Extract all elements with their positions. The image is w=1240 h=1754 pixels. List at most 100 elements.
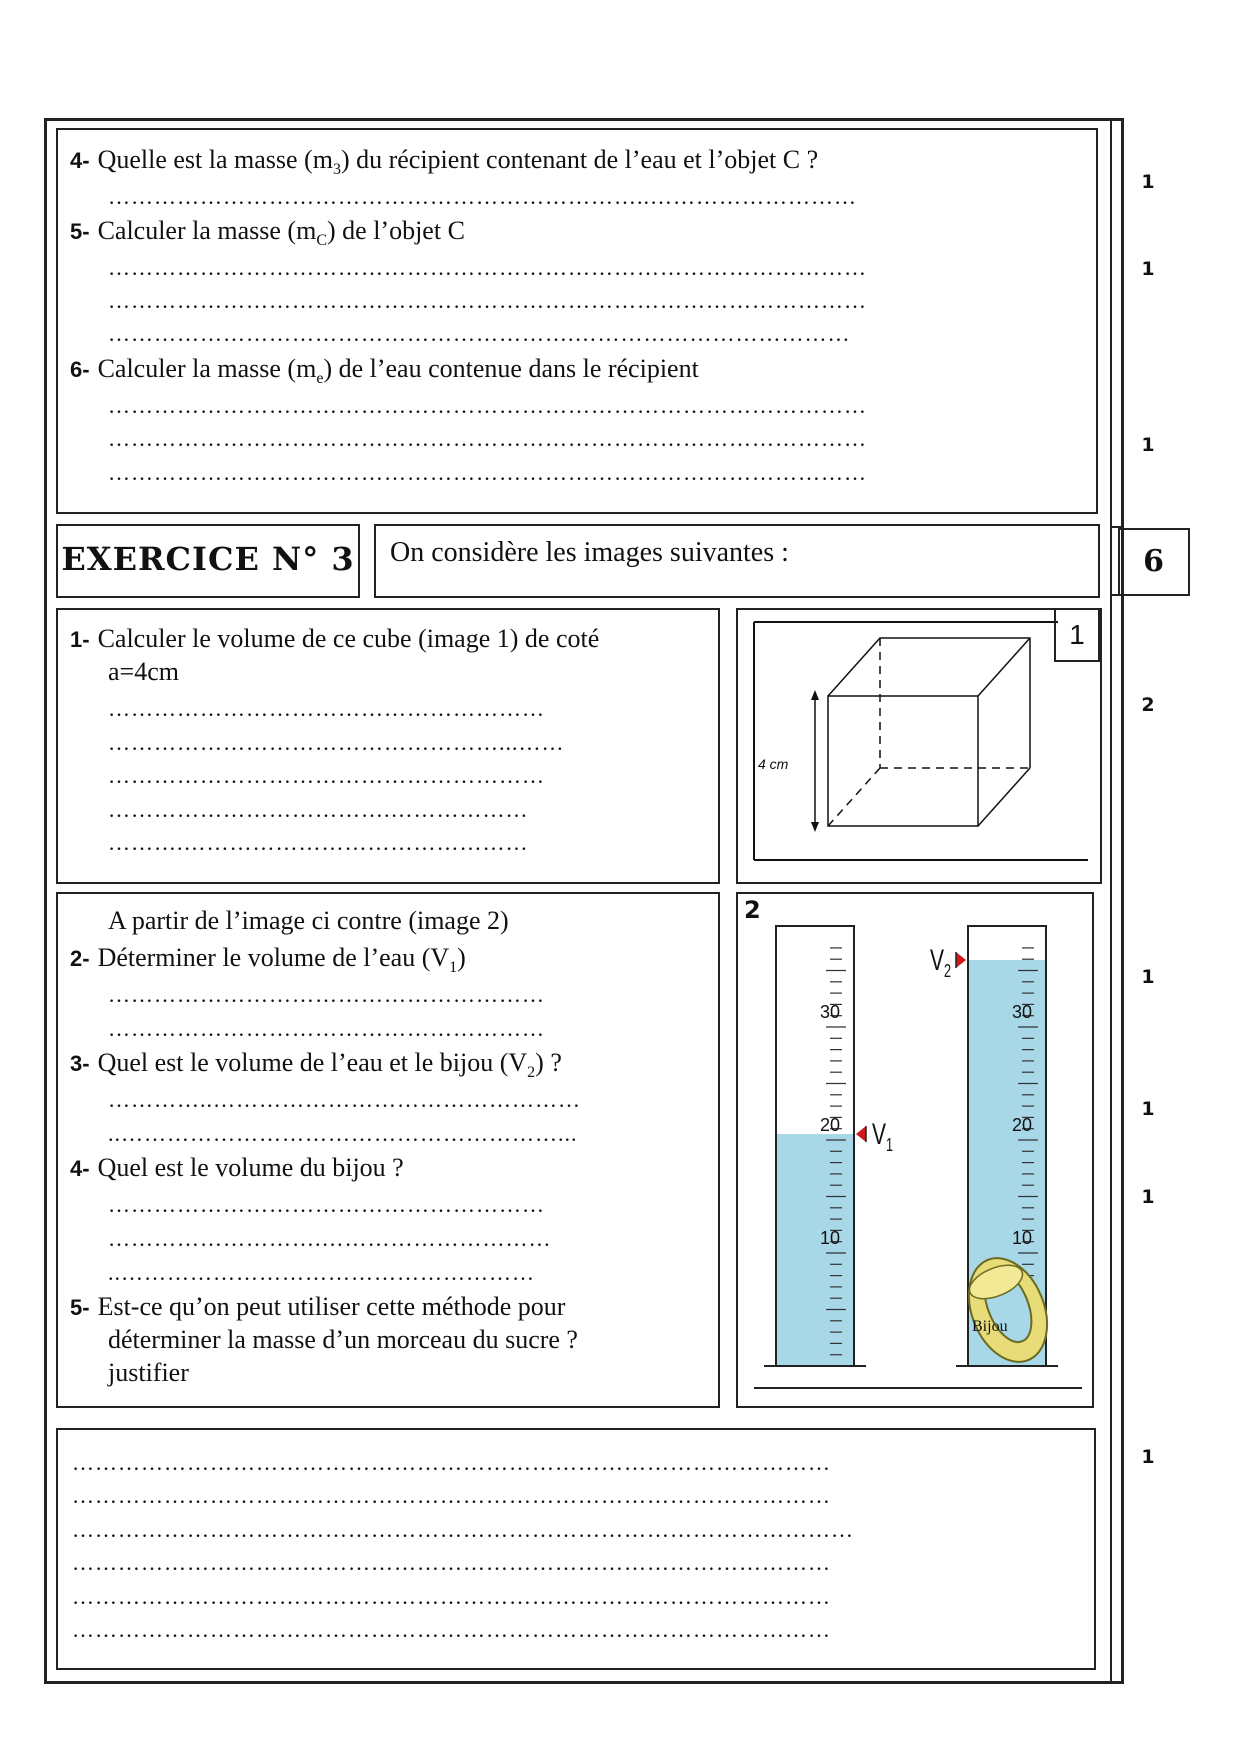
answer-dots: ……………………………………………………………………………………… xyxy=(108,460,867,485)
v2-marker-arrow xyxy=(956,952,966,968)
v2-label: V2 xyxy=(930,944,951,982)
subscript: 3 xyxy=(332,161,341,179)
answer-dots: ……….……………………………………… xyxy=(108,830,529,855)
answer-dots: ……………………………………………...…… xyxy=(108,730,565,755)
image-number-2: 2 xyxy=(744,896,761,924)
question-number: 6- xyxy=(70,357,90,382)
cylinder-1-scale xyxy=(826,947,846,1356)
tick-label-10-cyl2: 10 xyxy=(1012,1228,1033,1248)
dimension-label: 4 cm xyxy=(758,756,789,772)
ex3-question-1: 1- Calculer le volume de ce cube (image 1… xyxy=(70,624,599,655)
answer-dots: ……………………………………………………………………………………… xyxy=(72,1550,831,1575)
question-text: Calculer la masse (m xyxy=(97,216,317,245)
exercise-intro: On considère les images suivantes : xyxy=(390,537,789,568)
tick-label-20-cyl1: 20 xyxy=(820,1115,841,1135)
exercise-total-points: 6 xyxy=(1118,528,1190,596)
questions-box-top xyxy=(56,128,1098,514)
question-number: 4- xyxy=(70,148,90,173)
question-text: Quel est le volume de l’eau et le bijou … xyxy=(97,1048,528,1077)
question-text-line2: a=4cm xyxy=(108,657,179,686)
answer-dots: ………………………………………………… xyxy=(108,763,545,788)
subscript: 2 xyxy=(527,1064,536,1082)
question-text: Déterminer le volume de l’eau (V xyxy=(97,943,450,972)
answer-dots: ……………………………………………………………………………………… xyxy=(108,288,867,313)
answer-dots: ……………………………………………………………………………………… xyxy=(108,255,867,280)
question-number: 3- xyxy=(70,1051,90,1076)
image-number-1: 1 xyxy=(1054,608,1100,662)
exercise-title: EXERCICE N° 3 xyxy=(56,524,360,598)
points-q5: 1 xyxy=(1141,258,1155,280)
cylinder-question-box xyxy=(56,892,720,1408)
answer-dots: ……………………………………………………………………………………… xyxy=(72,1584,831,1609)
answer-dots: ……………………………………………………………..……………………… xyxy=(108,184,857,209)
points-ex3-q1: 2 xyxy=(1141,694,1155,716)
answer-dots: ……………………….………………………… xyxy=(108,1226,552,1251)
question-text: Calculer la masse (m xyxy=(97,354,317,383)
points-column-divider xyxy=(1110,118,1112,1684)
answer-dots: ……………………………………………………………………………………… xyxy=(108,393,867,418)
points-ex3-q4: 1 xyxy=(1141,1186,1155,1208)
question-text: ) de l’objet C xyxy=(327,216,465,245)
points-ex3-q2: 1 xyxy=(1141,966,1155,988)
v2-letter: V xyxy=(930,944,945,977)
ex3-question-5: 5- Est-ce qu’on peut utiliser cette métho… xyxy=(70,1292,565,1323)
answer-dots: ……………………………………………………………………………………… xyxy=(72,1617,831,1642)
v1-marker-arrow xyxy=(856,1126,866,1142)
question-text: ) du récipient contenant de l’eau et l’o… xyxy=(340,145,819,174)
answer-dots: …………..………………………………………… xyxy=(108,1087,581,1112)
points-ex3-q5: 1 xyxy=(1141,1446,1155,1468)
answer-dots: ………………………………………………… xyxy=(108,1192,545,1217)
question-6: 6- Calculer la masse (me) de l’eau conten… xyxy=(70,354,699,394)
answer-dots: ..……………………………………………… xyxy=(108,1260,535,1285)
question-4: 4- Quelle est la masse (m3) du récipient … xyxy=(70,145,818,185)
cylinder-image-box: 2 20 30 10 30 20 10 V1 V2 Bijou xyxy=(736,892,1094,1408)
question-text: ) xyxy=(457,943,466,972)
cylinder-2-outline xyxy=(967,925,1047,1366)
v1-label: V1 xyxy=(872,1118,893,1156)
subscript: C xyxy=(316,232,327,250)
graduated-cylinders-drawing xyxy=(754,925,1082,1389)
question-number: 1- xyxy=(70,627,90,652)
cube-question-box xyxy=(56,608,720,884)
question-number: 4- xyxy=(70,1156,90,1181)
ex3-question-2: 2-Déterminer le volume de l’eau (V1) xyxy=(70,943,466,983)
tick-label-30-cyl1: 30 xyxy=(820,1002,841,1022)
question-text: ) de l’eau contenue dans le récipient xyxy=(323,354,699,383)
points-q4: 1 xyxy=(1141,171,1155,193)
exercise-intro-box: On considère les images suivantes : xyxy=(374,524,1100,598)
v1-subscript: 1 xyxy=(886,1135,894,1155)
v1-letter: V xyxy=(872,1118,887,1151)
v2-subscript: 2 xyxy=(944,961,952,981)
answer-dots: ………………………………………………… xyxy=(108,982,545,1007)
answer-dots: …………………………………………………….……………………………… xyxy=(108,321,851,346)
question-text: Est-ce qu’on peut utiliser cette méthode… xyxy=(97,1292,566,1321)
cylinder-1-water xyxy=(776,1134,854,1366)
answer-dots: ……………………………………………………………………………………… xyxy=(72,1483,831,1508)
tick-label-20-cyl2: 20 xyxy=(1012,1115,1033,1135)
answer-dots: ………………………………………………… xyxy=(108,1016,545,1041)
question-5: 5- Calculer la masse (mC) de l’objet C xyxy=(70,216,465,256)
cube-image-box: 4 cm 1 xyxy=(736,608,1102,884)
question-text: Calculer le volume de ce cube (image 1) … xyxy=(97,624,600,653)
answer-dots: ..…………………………………………………... xyxy=(108,1121,578,1146)
question-text: ) ? xyxy=(535,1048,562,1077)
image2-intro: A partir de l’image ci contre (image 2) xyxy=(108,906,509,935)
question-text-line2: déterminer la masse d’un morceau du sucr… xyxy=(108,1325,578,1354)
points-ex3-q3: 1 xyxy=(1141,1098,1155,1120)
ex3-question-3: 3- Quel est le volume de l’eau et le bijo… xyxy=(70,1048,562,1088)
bijou-label: Bijou xyxy=(972,1318,1008,1335)
page-frame xyxy=(44,118,1124,1684)
cylinder-1-outline xyxy=(775,925,855,1366)
subscript: e xyxy=(316,370,324,388)
tick-label-30-cyl2: 30 xyxy=(1012,1002,1033,1022)
answer-dots: ………………………………………………… xyxy=(108,696,545,721)
question-number: 5- xyxy=(70,1295,90,1320)
points-q6: 1 xyxy=(1141,434,1155,456)
question-text: Quelle est la masse (m xyxy=(97,145,333,174)
ex3-question-4: 4- Quel est le volume du bijou ? xyxy=(70,1153,404,1184)
question-text: Quel est le volume du bijou ? xyxy=(97,1153,404,1182)
answer-dots: ………………………………………………………………………………………… xyxy=(72,1517,854,1542)
question-number: 2- xyxy=(70,946,90,971)
question-number: 5- xyxy=(70,219,90,244)
answer-dots: ……………………………………………………………………………………… xyxy=(108,426,867,451)
